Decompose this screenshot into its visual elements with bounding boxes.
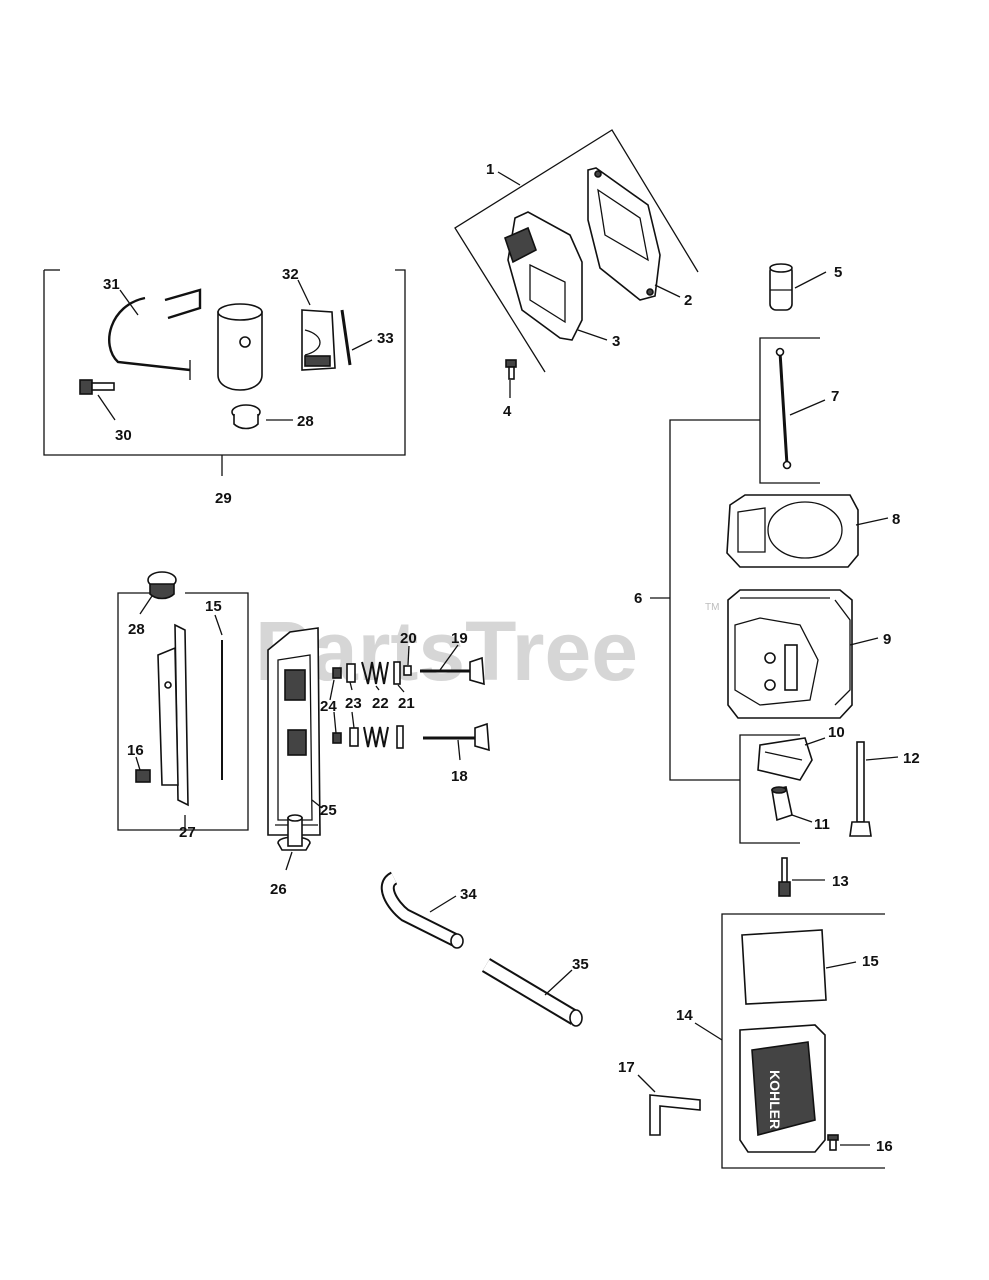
- callout-15-breather: 15: [205, 598, 222, 615]
- part-12-head-bolt[interactable]: [849, 741, 872, 837]
- part-8-head-gasket[interactable]: [726, 494, 859, 568]
- part-11-spark-boot[interactable]: [771, 786, 793, 822]
- part-22-valve-springs[interactable]: [361, 661, 389, 748]
- callout-25: 25: [320, 802, 337, 819]
- callout-26: 26: [270, 881, 287, 898]
- callout-23: 23: [345, 695, 362, 712]
- callout-33: 33: [377, 330, 394, 347]
- callout-12: 12: [903, 750, 920, 767]
- part-16-screw[interactable]: [827, 1134, 839, 1151]
- part-25-crankcase[interactable]: [267, 627, 321, 836]
- part-5-sleeve[interactable]: [769, 263, 793, 311]
- part-20-cap[interactable]: [403, 665, 412, 676]
- part-32-bracket[interactable]: [301, 309, 336, 371]
- callout-18: 18: [451, 768, 468, 785]
- breather-plate[interactable]: [157, 646, 179, 786]
- part-10-deflector[interactable]: [757, 737, 813, 781]
- callout-8: 8: [892, 511, 900, 528]
- callout-5: 5: [834, 264, 842, 281]
- oil-filter-canister[interactable]: [217, 303, 263, 391]
- part-19-intake-valve[interactable]: [420, 656, 485, 686]
- part-33-seal[interactable]: [340, 309, 352, 366]
- decal-text: KOHLER: [767, 1070, 783, 1129]
- callout-4: 4: [503, 403, 512, 420]
- valve-cover-group: [454, 129, 699, 398]
- callout-7: 7: [831, 388, 839, 405]
- part-18-exhaust-valve[interactable]: [423, 722, 490, 752]
- callout-9: 9: [883, 631, 891, 648]
- part-24-keepers[interactable]: [332, 667, 342, 744]
- part-4-screw[interactable]: [505, 359, 517, 380]
- callout-16-breather: 16: [127, 742, 144, 759]
- part-21-valve-seals[interactable]: [393, 661, 404, 749]
- callout-34: 34: [460, 886, 477, 903]
- oil-filter-group: [43, 269, 406, 476]
- callout-10: 10: [828, 724, 845, 741]
- callout-28-lower: 28: [128, 621, 145, 638]
- part-9-cylinder-head[interactable]: [727, 589, 853, 719]
- rocker-cover-group: KOHLER: [694, 913, 885, 1169]
- callout-17: 17: [618, 1059, 635, 1076]
- watermark-trademark: TM: [705, 602, 719, 613]
- callout-13: 13: [832, 873, 849, 890]
- callout-6: 6: [634, 590, 642, 607]
- part-28-cap-upper[interactable]: [231, 404, 261, 430]
- callout-16: 16: [876, 1138, 893, 1155]
- callout-19: 19: [451, 630, 468, 647]
- part-2-gasket[interactable]: [587, 167, 661, 301]
- breather-group: [117, 571, 249, 831]
- callout-24: 24: [320, 698, 337, 715]
- part-17-bracket[interactable]: [649, 1094, 701, 1136]
- cylinder-head-group: [650, 337, 889, 844]
- part-30-bolt[interactable]: [79, 379, 115, 395]
- callout-2: 2: [684, 292, 692, 309]
- callout-20: 20: [400, 630, 417, 647]
- callout-35: 35: [572, 956, 589, 973]
- callout-28: 28: [297, 413, 314, 430]
- callout-29: 29: [215, 490, 232, 507]
- callout-15: 15: [862, 953, 879, 970]
- callout-30: 30: [115, 427, 132, 444]
- callout-22: 22: [372, 695, 389, 712]
- part-28-cap-lower[interactable]: [147, 571, 177, 600]
- part-35-hose[interactable]: [481, 958, 583, 1027]
- callout-labels: 1 2 3 4 5 6 7 8 9 10 11 12 13 14 15 16 1…: [103, 161, 920, 1155]
- callout-27: 27: [179, 824, 196, 841]
- part-31-strap[interactable]: [108, 288, 202, 380]
- callout-1: 1: [486, 161, 494, 178]
- part-15-cover-gasket[interactable]: [741, 929, 827, 1005]
- part-26-lifter-flange[interactable]: [277, 814, 311, 851]
- callout-21: 21: [398, 695, 415, 712]
- part-16-breather-screw[interactable]: [135, 769, 151, 783]
- callout-32: 32: [282, 266, 299, 283]
- part-34-breather-tube[interactable]: [380, 871, 464, 949]
- callout-14: 14: [676, 1007, 693, 1024]
- part-14-rocker-cover[interactable]: KOHLER: [739, 1024, 826, 1153]
- part-7-push-rod[interactable]: [775, 347, 792, 470]
- callout-31: 31: [103, 276, 120, 293]
- callout-3: 3: [612, 333, 620, 350]
- part-13-stud[interactable]: [778, 857, 791, 897]
- callout-11: 11: [814, 816, 830, 833]
